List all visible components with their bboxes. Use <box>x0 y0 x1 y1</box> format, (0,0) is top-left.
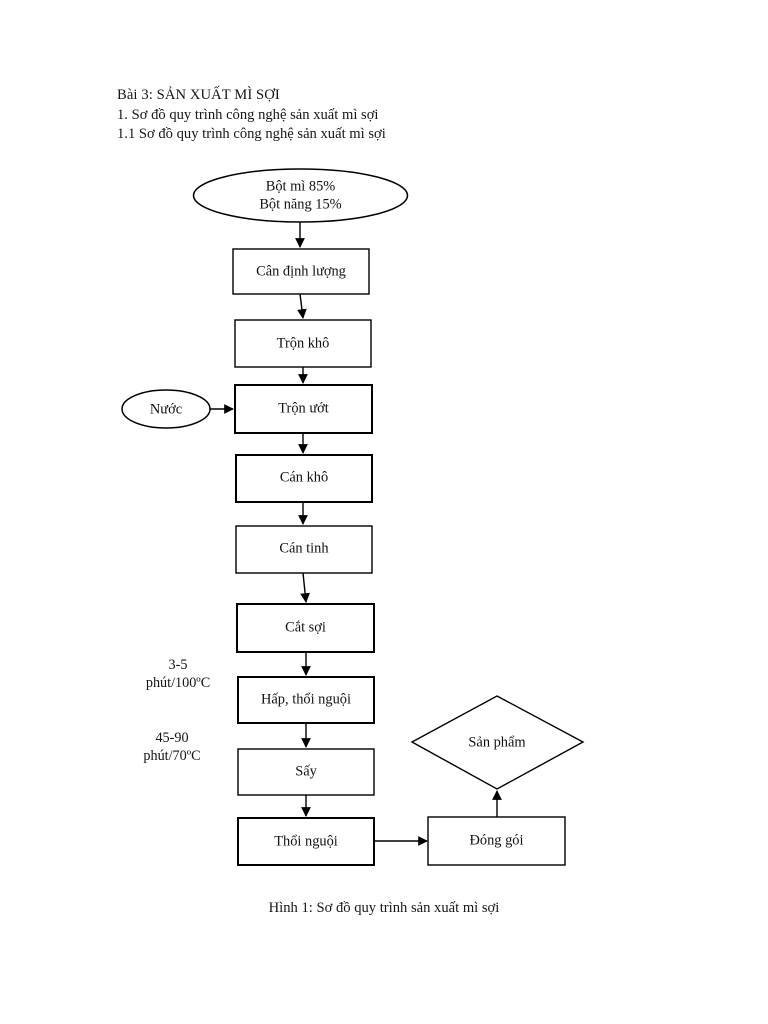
annotation-hap-line1: 3-5 <box>169 657 188 673</box>
node-cat-soi[interactable]: Cắt sợi <box>236 603 375 653</box>
node-hap-thoi-nguoi[interactable]: Hấp, thổi nguội <box>237 676 375 724</box>
node-nuoc-label: Nước <box>150 401 182 417</box>
box-shape <box>234 384 373 434</box>
node-can-dinh-luong-label: Cân định lượng <box>256 263 346 279</box>
heading-line-subsection: 1.1 Sơ đồ quy trình công nghệ sản xuất m… <box>117 126 386 142</box>
ellipse-shape <box>121 389 211 429</box>
heading-line-section: 1. Sơ đồ quy trình công nghệ sản xuất mì… <box>117 106 379 123</box>
annotation-say-line1: 45-90 <box>155 730 188 746</box>
box-shape <box>237 817 375 866</box>
box-shape <box>235 454 373 503</box>
document-heading: Bài 3: SẢN XUẤT MÌ SỢI 1. Sơ đồ quy trìn… <box>117 86 637 145</box>
node-nuoc[interactable]: Nước <box>121 389 211 429</box>
annotation-say-time-temp: 45-90 phút/70ºC <box>143 730 200 764</box>
annotation-hap-time-temp: 3-5 phút/100ºC <box>146 657 210 691</box>
box-shape <box>427 816 566 866</box>
node-can-tinh-label: Cán tinh <box>279 540 328 556</box>
node-input-materials[interactable]: Bột mì 85% Bột năng 15% <box>192 168 409 223</box>
figure-caption: Hình 1: Sơ đồ quy trình sản xuất mì sợi <box>268 900 500 916</box>
node-say[interactable]: Sấy <box>237 748 375 796</box>
node-tron-kho[interactable]: Trộn khô <box>234 319 372 368</box>
node-can-kho[interactable]: Cán khô <box>235 454 373 503</box>
node-hap-thoi-nguoi-label: Hấp, thổi nguội <box>261 691 351 707</box>
node-can-tinh[interactable]: Cán tinh <box>235 525 373 574</box>
box-shape <box>237 676 375 724</box>
edge-can-tinh-to-cat-soi <box>300 572 310 603</box>
node-tron-kho-label: Trộn khô <box>277 335 330 351</box>
heading-line-title: Bài 3: SẢN XUẤT MÌ SỢI <box>117 87 280 103</box>
node-tron-uot-label: Trộn ướt <box>278 400 328 416</box>
ellipse-shape <box>192 168 409 223</box>
node-say-label: Sấy <box>295 763 317 779</box>
node-can-dinh-luong[interactable]: Cân định lượng <box>232 248 370 295</box>
box-shape <box>236 603 375 653</box>
node-dong-goi-label: Đóng gói <box>470 832 524 848</box>
node-can-kho-label: Cán khô <box>280 469 328 485</box>
diamond-shape <box>410 695 585 790</box>
node-thoi-nguoi[interactable]: Thổi nguội <box>237 817 375 866</box>
box-shape <box>234 319 372 368</box>
node-input-label-line1: Bột mì 85% <box>266 178 336 194</box>
edge-can-dinh-luong-to-tron-kho <box>297 293 307 319</box>
node-san-pham[interactable]: Sản phẩm <box>410 695 585 790</box>
annotation-say-line2: phút/70ºC <box>143 748 200 764</box>
box-shape <box>237 748 375 796</box>
node-tron-uot[interactable]: Trộn ướt <box>234 384 373 434</box>
node-san-pham-label: Sản phẩm <box>468 734 525 750</box>
box-shape <box>232 248 370 295</box>
annotation-hap-line2: phút/100ºC <box>146 675 210 691</box>
box-shape <box>235 525 373 574</box>
node-cat-soi-label: Cắt sợi <box>285 619 326 635</box>
node-input-label-line2: Bột năng 15% <box>259 196 341 212</box>
node-thoi-nguoi-label: Thổi nguội <box>274 833 338 849</box>
node-dong-goi[interactable]: Đóng gói <box>427 816 566 866</box>
